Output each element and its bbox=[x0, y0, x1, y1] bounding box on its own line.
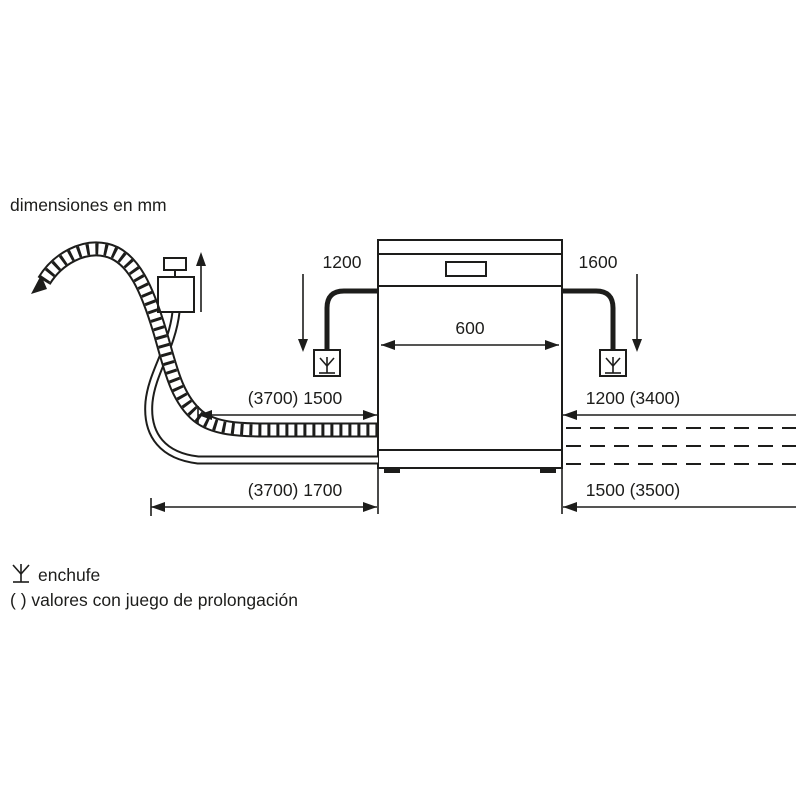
cable-right-path bbox=[562, 288, 616, 349]
arrow-down-icon bbox=[632, 339, 642, 352]
dimension-bottom-right: 1500 (3500) bbox=[561, 468, 796, 514]
legend-plug-label: enchufe bbox=[38, 565, 100, 585]
tap-connection bbox=[157, 252, 206, 313]
drain-direction-arrow-icon bbox=[31, 275, 47, 294]
arrow-right-icon bbox=[363, 410, 377, 420]
hose-continuation-dashes bbox=[566, 427, 796, 465]
power-cable-left bbox=[313, 288, 378, 377]
dishwasher bbox=[377, 239, 563, 473]
power-cable-right bbox=[562, 288, 627, 377]
drain-hose bbox=[31, 241, 378, 438]
plug-prong-right bbox=[612, 357, 621, 367]
dimension-label: 600 bbox=[455, 318, 484, 338]
dimension-label: 1600 bbox=[579, 252, 618, 272]
cable-left-path bbox=[324, 288, 378, 349]
plug-prong-right bbox=[326, 357, 335, 367]
dimension-mid-left: (3700) 1500 bbox=[197, 388, 377, 424]
plug-prong-left bbox=[319, 357, 328, 367]
arrow-up-icon bbox=[196, 252, 206, 266]
dimension-mid-right: 1200 (3400) bbox=[563, 388, 796, 420]
dimension-cable-right: 1600 bbox=[579, 252, 642, 352]
socket-box-right bbox=[599, 349, 627, 377]
dimension-label: 1200 (3400) bbox=[586, 388, 680, 408]
arrow-left-icon bbox=[151, 502, 165, 512]
plug-icon bbox=[605, 357, 621, 374]
dimension-bottom-left: (3700) 1700 bbox=[150, 468, 379, 516]
dishwasher-display bbox=[445, 261, 487, 277]
arrow-down-icon bbox=[298, 339, 308, 352]
aquastop-box bbox=[157, 276, 195, 313]
dishwasher-foot-right bbox=[540, 468, 556, 473]
plug-prong-left bbox=[12, 564, 22, 575]
dimension-label: 1200 bbox=[323, 252, 362, 272]
arrow-right-icon bbox=[545, 340, 559, 350]
plug-prong-left bbox=[605, 357, 614, 367]
dimension-label: (3700) 1700 bbox=[248, 480, 343, 500]
plug-prong-right bbox=[20, 564, 30, 575]
socket-box-left bbox=[313, 349, 341, 377]
arrow-left-icon bbox=[563, 502, 577, 512]
dimension-label: 1500 (3500) bbox=[586, 480, 680, 500]
dimension-cable-left: 1200 bbox=[298, 252, 362, 352]
plug-icon bbox=[12, 564, 30, 583]
arrow-left-icon bbox=[381, 340, 395, 350]
dishwasher-foot-left bbox=[384, 468, 400, 473]
legend-extension-note: ( ) valores con juego de prolongación bbox=[10, 590, 298, 610]
plug-icon bbox=[319, 357, 335, 374]
legend: enchufe ( ) valores con juego de prolong… bbox=[10, 564, 298, 610]
dimension-label: (3700) 1500 bbox=[248, 388, 343, 408]
tap-icon bbox=[163, 257, 187, 271]
arrow-left-icon bbox=[563, 410, 577, 420]
arrow-left-icon bbox=[198, 410, 212, 420]
arrow-right-icon bbox=[363, 502, 377, 512]
page-title: dimensiones en mm bbox=[10, 195, 167, 215]
dishwasher-outline bbox=[377, 239, 563, 469]
drain-hose-fill bbox=[39, 243, 378, 436]
dimension-width: 600 bbox=[381, 318, 559, 350]
